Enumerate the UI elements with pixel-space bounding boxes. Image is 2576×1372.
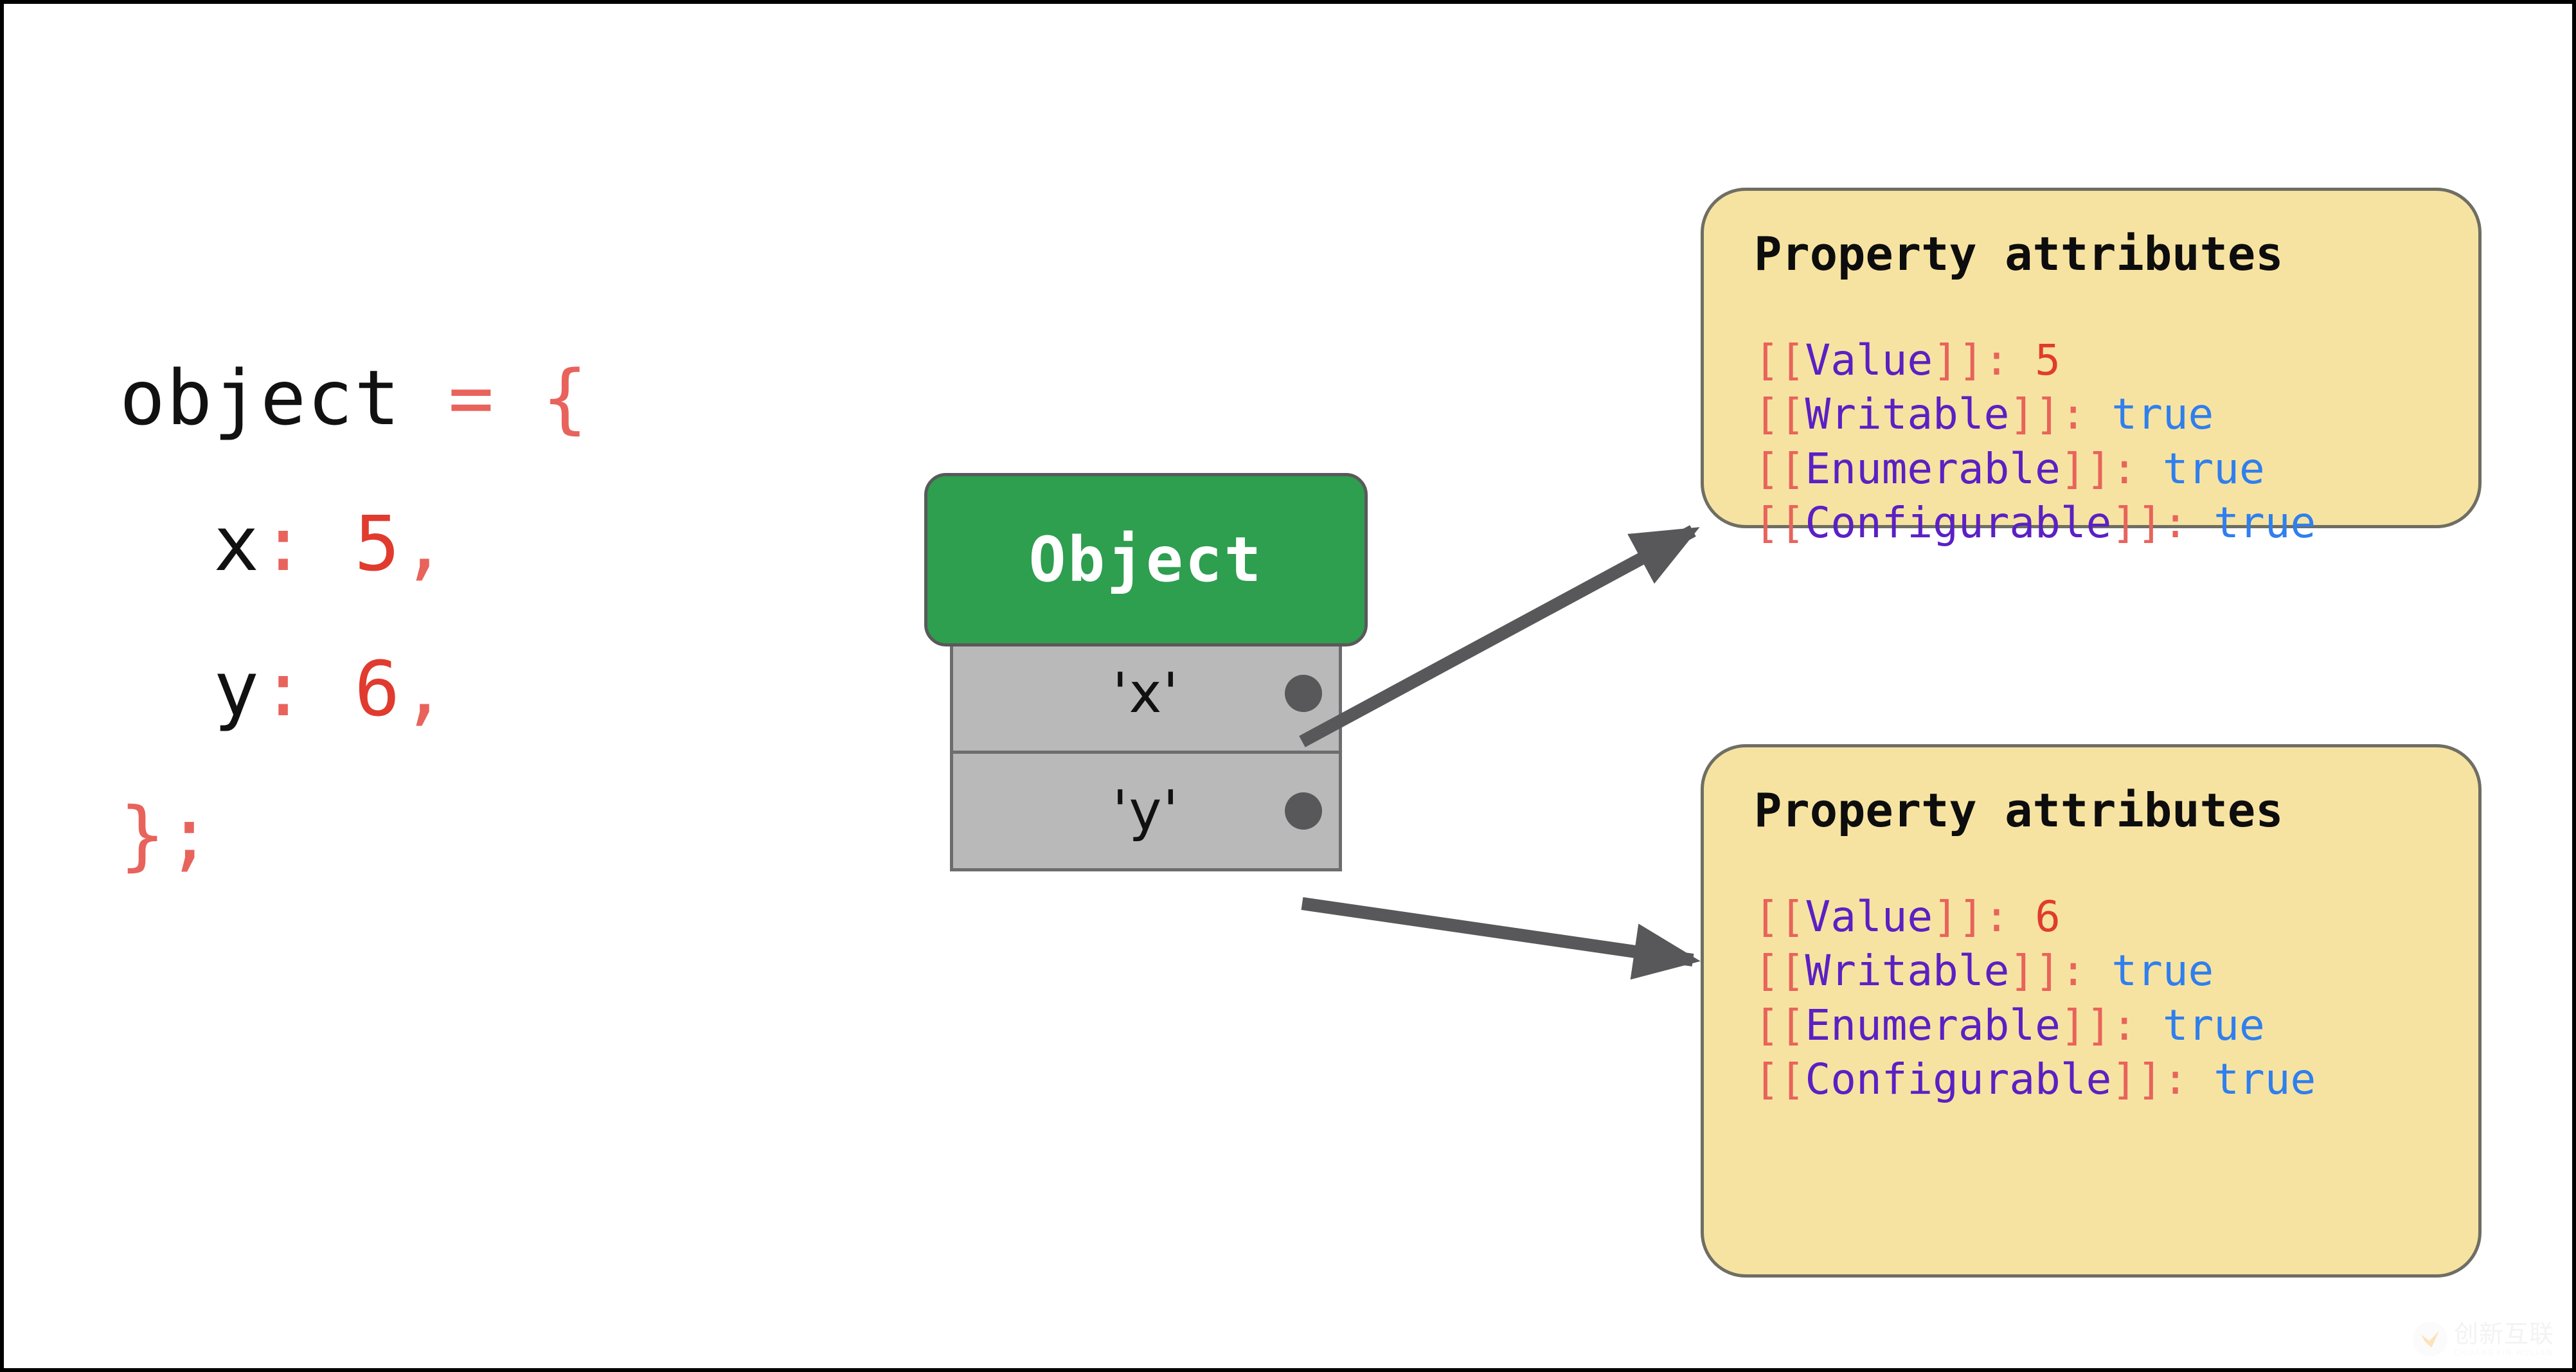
attribute-value: true: [2111, 389, 2214, 440]
code-line: };: [120, 762, 827, 908]
watermark-subtext: CHUANGXIN HULIAN: [2453, 1348, 2554, 1357]
attribute-list-x: [[Value]]: 5[[Writable]]: true[[Enumerab…: [1754, 334, 2433, 551]
object-row-key: 'y': [1112, 779, 1180, 843]
code-token: object: [120, 353, 402, 442]
watermark: 创新互联 CHUANGXIN HULIAN: [2412, 1320, 2554, 1357]
code-token: 5: [354, 499, 402, 588]
panel-title-x: Property attributes: [1754, 227, 2284, 281]
attribute-colon: :: [2060, 946, 2112, 996]
attribute-value: 5: [2035, 335, 2061, 385]
code-snippet: object = { x: 5, y: 6,};: [120, 325, 827, 907]
attribute-bracket-close: ]]: [2060, 443, 2112, 494]
attribute-value: true: [2214, 498, 2316, 548]
attribute-bracket-open: [[: [1754, 443, 1805, 494]
attribute-key: Enumerable: [1805, 443, 2061, 494]
code-line: x: 5,: [120, 471, 827, 617]
attribute-bracket-close: ]]: [2111, 498, 2163, 548]
code-token: ,: [401, 645, 449, 734]
code-line: object = {: [120, 325, 827, 471]
attribute-bracket-close: ]]: [2111, 1055, 2163, 1105]
object-row-y[interactable]: 'y': [953, 751, 1339, 868]
attribute-line: [[Writable]]: true: [1754, 944, 2433, 998]
attribute-key: Configurable: [1805, 1055, 2112, 1105]
code-token: :: [260, 499, 308, 588]
attribute-bracket-close: ]]: [1933, 892, 1984, 941]
attribute-bracket-open: [[: [1754, 389, 1805, 440]
attribute-bracket-open: [[: [1754, 946, 1805, 996]
attribute-colon: :: [1983, 892, 2035, 941]
code-token: ;: [166, 790, 214, 879]
attribute-bracket-open: [[: [1754, 892, 1805, 941]
code-line: y: 6,: [120, 616, 827, 762]
code-token: x: [213, 499, 261, 588]
attribute-line: [[Configurable]]: true: [1754, 496, 2433, 550]
attribute-colon: :: [2162, 1055, 2214, 1105]
attribute-key: Value: [1805, 335, 1933, 385]
attribute-bracket-open: [[: [1754, 1055, 1805, 1105]
attribute-value: true: [2162, 1000, 2265, 1050]
code-token: [401, 353, 448, 442]
attribute-colon: :: [2162, 498, 2214, 548]
arrow-object-row-y-to-attr-panel-y: [1301, 897, 1701, 980]
attribute-value: true: [2214, 1055, 2316, 1105]
attribute-key: Enumerable: [1805, 1000, 2061, 1050]
object-row-x[interactable]: 'x': [953, 636, 1339, 751]
attribute-bracket-close: ]]: [2060, 1000, 2112, 1050]
code-token: [120, 645, 213, 733]
attribute-value: true: [2111, 946, 2214, 996]
object-header: Object: [924, 473, 1368, 646]
attribute-line: [[Writable]]: true: [1754, 388, 2433, 441]
attribute-colon: :: [1983, 335, 2035, 385]
object-property-rows: 'x' 'y': [950, 636, 1342, 871]
property-link-dot-y[interactable]: [1285, 792, 1322, 830]
attribute-colon: :: [2111, 443, 2163, 494]
code-token: y: [213, 645, 261, 734]
attribute-colon: :: [2111, 1000, 2163, 1050]
code-token: :: [260, 645, 308, 734]
attribute-key: Value: [1805, 892, 1933, 941]
attribute-key: Writable: [1805, 946, 2010, 996]
object-row-key: 'x': [1112, 661, 1180, 726]
code-token: {: [542, 353, 589, 442]
property-link-dot-x[interactable]: [1285, 675, 1322, 712]
property-attributes-panel-y: Property attributes [[Value]]: 6[[Writab…: [1701, 744, 2482, 1278]
attribute-line: [[Enumerable]]: true: [1754, 442, 2433, 496]
attribute-list-y: [[Value]]: 6[[Writable]]: true[[Enumerab…: [1754, 890, 2433, 1107]
attribute-bracket-open: [[: [1754, 1000, 1805, 1050]
attribute-bracket-close: ]]: [1933, 335, 1984, 385]
attribute-value: true: [2162, 443, 2265, 494]
attribute-colon: :: [2060, 389, 2112, 440]
attribute-line: [[Enumerable]]: true: [1754, 999, 2433, 1053]
attribute-key: Writable: [1805, 389, 2010, 440]
panel-title-y: Property attributes: [1754, 783, 2284, 837]
code-token: ,: [401, 499, 449, 588]
attribute-line: [[Value]]: 5: [1754, 334, 2433, 388]
attribute-bracket-open: [[: [1754, 498, 1805, 548]
attribute-line: [[Value]]: 6: [1754, 890, 2433, 944]
object-node: Object 'x' 'y': [924, 473, 1368, 871]
code-token: [495, 353, 542, 442]
code-token: [307, 645, 354, 733]
attribute-bracket-close: ]]: [2009, 389, 2061, 440]
attribute-bracket-open: [[: [1754, 335, 1805, 385]
attribute-value: 6: [2035, 892, 2061, 941]
watermark-text: 创新互联: [2453, 1320, 2554, 1348]
code-token: 6: [354, 645, 402, 734]
watermark-logo-icon: [2412, 1322, 2447, 1357]
attribute-line: [[Configurable]]: true: [1754, 1053, 2433, 1107]
code-token: }: [120, 790, 167, 879]
attribute-key: Configurable: [1805, 498, 2112, 548]
attribute-bracket-close: ]]: [2009, 946, 2061, 996]
property-attributes-panel-x: Property attributes [[Value]]: 5[[Writab…: [1701, 188, 2482, 548]
code-token: =: [448, 353, 496, 442]
code-token: [120, 499, 213, 588]
code-token: [307, 499, 354, 588]
